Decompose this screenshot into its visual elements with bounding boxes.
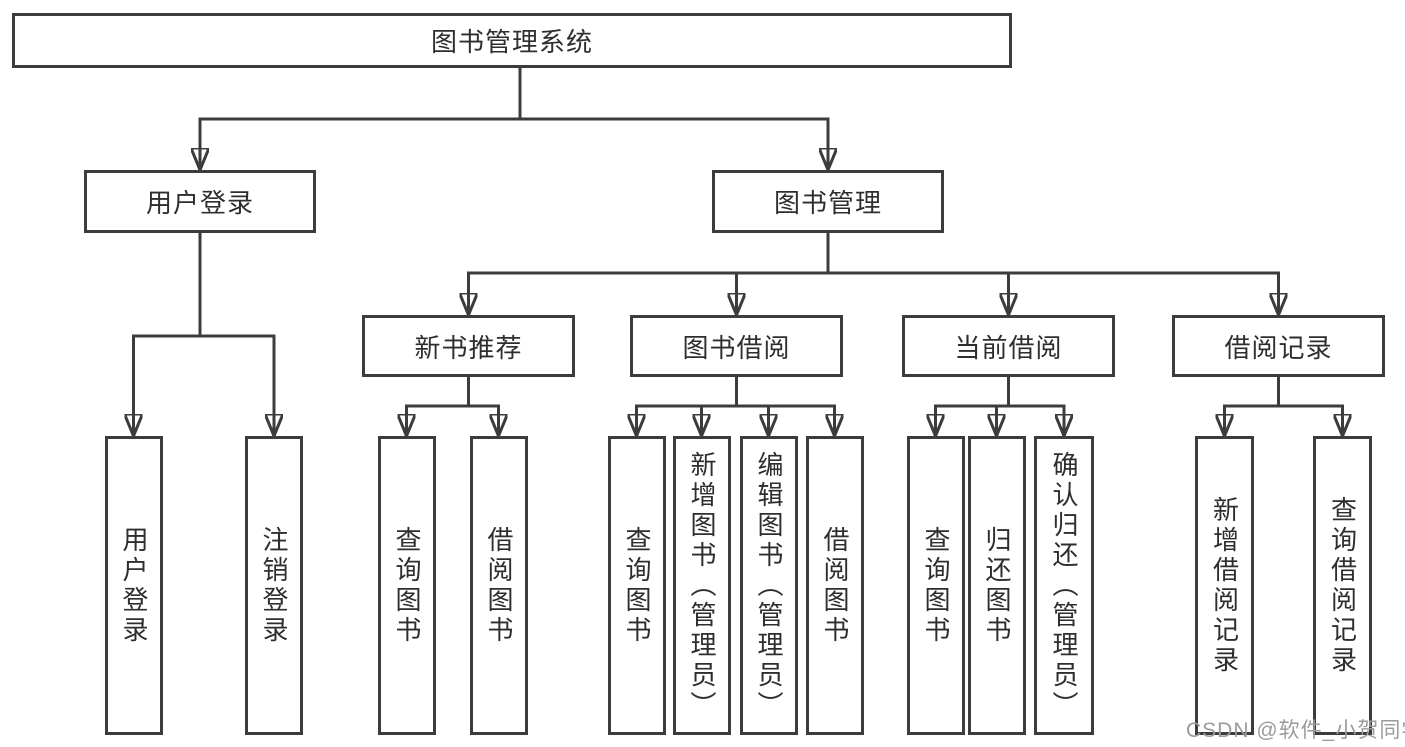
node-book-management: 图书管理 — [712, 170, 944, 233]
node-new-book-recommend: 新书推荐 — [362, 315, 575, 377]
node-root: 图书管理系统 — [12, 13, 1012, 68]
leaf-cb-confirm-return-admin: 确认归还（管理员） — [1034, 436, 1094, 735]
node-book-borrow: 图书借阅 — [630, 315, 843, 377]
leaf-bb-edit-book-admin: 编辑图书（管理员） — [740, 436, 798, 735]
leaf-nbr-query-book: 查询图书 — [378, 436, 436, 735]
leaf-cb-query-book: 查询图书 — [907, 436, 965, 735]
leaf-br-query-record: 查询借阅记录 — [1313, 436, 1372, 735]
leaf-cb-return-book: 归还图书 — [968, 436, 1026, 735]
leaf-nbr-borrow-book: 借阅图书 — [470, 436, 528, 735]
leaf-user-login: 用户登录 — [105, 436, 163, 735]
node-current-borrow: 当前借阅 — [902, 315, 1115, 377]
leaf-bb-borrow-book: 借阅图书 — [806, 436, 864, 735]
leaf-br-add-record: 新增借阅记录 — [1195, 436, 1254, 735]
leaf-bb-add-book-admin: 新增图书（管理员） — [673, 436, 731, 735]
node-user-login: 用户登录 — [84, 170, 316, 233]
leaf-logout: 注销登录 — [245, 436, 303, 735]
leaf-bb-query-book: 查询图书 — [608, 436, 666, 735]
csdn-watermark: CSDN @软件_小贺同学 — [1186, 719, 1405, 742]
node-borrow-records: 借阅记录 — [1172, 315, 1385, 377]
